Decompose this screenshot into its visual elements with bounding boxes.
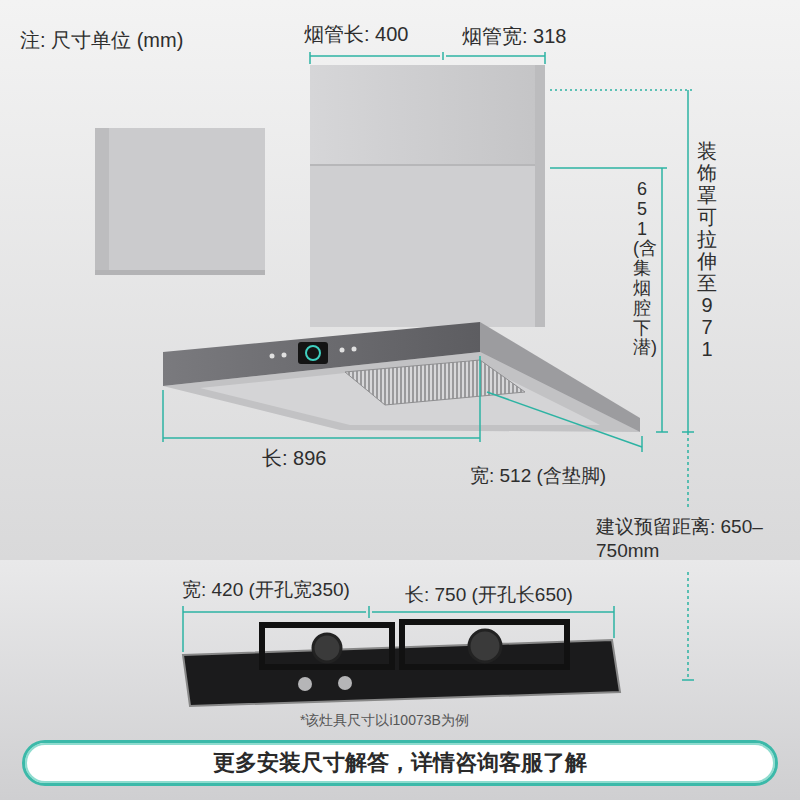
dim-tick bbox=[544, 52, 546, 64]
info-banner: 更多安装尺寸解答，详情咨询客服了解 bbox=[22, 740, 778, 786]
dimension-label: 烟管长: 400 bbox=[304, 22, 408, 47]
display-ring bbox=[306, 346, 320, 360]
dimension-label: 烟管宽: 318 bbox=[462, 24, 566, 49]
cabinet-side bbox=[95, 128, 109, 275]
dimension-lines bbox=[163, 52, 694, 680]
hood-button bbox=[352, 347, 357, 352]
ext-line bbox=[550, 89, 693, 91]
dim-tick bbox=[656, 431, 668, 433]
ext-line bbox=[613, 606, 615, 638]
dim-tick bbox=[309, 52, 311, 64]
burner bbox=[313, 634, 341, 662]
hood-side bbox=[480, 322, 640, 432]
burner-grate bbox=[262, 625, 392, 667]
dim-line bbox=[163, 437, 480, 439]
dim-tick bbox=[682, 679, 694, 681]
stove-knob bbox=[338, 676, 352, 690]
chimney-seam bbox=[310, 164, 545, 166]
banner-text: 更多安装尺寸解答，详情咨询客服了解 bbox=[213, 748, 587, 778]
dimension-label: 装饰罩可拉伸至971 bbox=[697, 140, 717, 360]
stove-knob bbox=[298, 677, 312, 691]
dim-tick bbox=[442, 52, 444, 60]
burner bbox=[469, 630, 501, 662]
hood-display bbox=[298, 342, 328, 364]
dim-line bbox=[687, 572, 689, 680]
caption-note: *该灶具尺寸以i10073B为例 bbox=[300, 712, 469, 730]
dim-line bbox=[661, 168, 663, 432]
dim-line bbox=[687, 90, 689, 432]
chimney-upper bbox=[310, 65, 545, 165]
ext-line bbox=[479, 356, 481, 442]
hood-front-panel bbox=[163, 322, 480, 386]
dim-tick bbox=[368, 606, 370, 618]
dimension-label: 宽: 420 (开孔宽350) bbox=[182, 578, 350, 602]
ext-line bbox=[162, 390, 164, 442]
reserve-distance-label: 建议预留距离: 650–750mm bbox=[596, 515, 776, 563]
dim-line bbox=[487, 392, 642, 447]
dim-line bbox=[310, 55, 440, 57]
unit-note: 注: 尺寸单位 (mm) bbox=[20, 28, 183, 53]
countertop bbox=[0, 560, 800, 800]
dim-line bbox=[183, 611, 366, 613]
dim-line bbox=[687, 432, 689, 508]
ext-line bbox=[182, 606, 184, 652]
chimney-shade bbox=[535, 65, 545, 327]
chimney-lower bbox=[310, 165, 545, 327]
hood-button bbox=[270, 354, 275, 359]
dim-line bbox=[372, 611, 614, 613]
hood-button bbox=[282, 353, 287, 358]
dim-tick bbox=[641, 436, 643, 452]
oil-filter bbox=[345, 360, 525, 405]
ext-line bbox=[550, 167, 667, 169]
wall-cabinet bbox=[95, 128, 265, 275]
burner-grate bbox=[402, 622, 567, 667]
dimension-label: 651(含集烟腔下潜) bbox=[633, 180, 651, 358]
hood-button bbox=[340, 348, 345, 353]
dimension-label: 宽: 512 (含垫脚) bbox=[470, 464, 606, 488]
wall bbox=[0, 0, 800, 560]
dimension-label: 长: 896 bbox=[262, 446, 326, 471]
dim-line bbox=[446, 55, 545, 57]
dimension-label: 长: 750 (开孔长650) bbox=[405, 583, 573, 607]
cabinet-edge bbox=[95, 270, 265, 275]
